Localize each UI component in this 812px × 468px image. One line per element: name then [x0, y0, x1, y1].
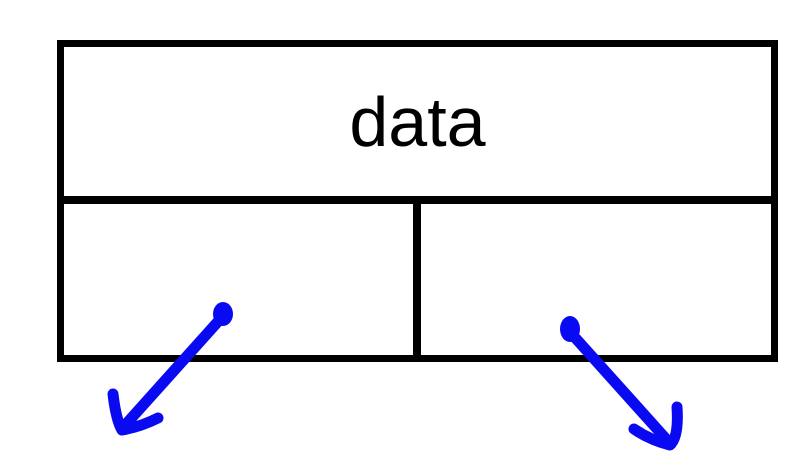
right-arrow-head: [628, 401, 683, 451]
left-arrow-head: [107, 388, 164, 436]
node-pointer-row: [64, 204, 771, 355]
tree-node-box: data: [57, 40, 778, 362]
node-data-cell: data: [64, 47, 771, 204]
node-data-label: data: [349, 82, 486, 161]
node-left-pointer-cell: [64, 204, 421, 355]
node-right-pointer-cell: [421, 204, 771, 355]
